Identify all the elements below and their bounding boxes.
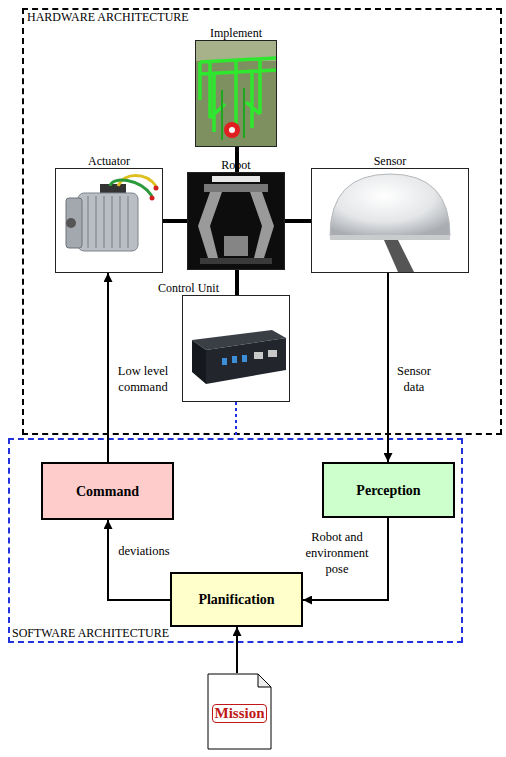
ethernet-port xyxy=(254,352,263,359)
image-heading: Robot xyxy=(221,158,250,172)
antenna-pole xyxy=(384,240,414,272)
wheel-hub xyxy=(229,127,235,133)
control-unit-image: Control Unit xyxy=(182,295,290,402)
edge-label: Robot and environment pose xyxy=(298,529,376,577)
process-box: Planification xyxy=(170,572,303,627)
box-top xyxy=(192,330,286,350)
implement-wheel xyxy=(224,122,240,138)
actuator-image: Actuator xyxy=(55,168,163,273)
flow-arrow xyxy=(108,520,170,600)
box-front xyxy=(206,338,286,384)
robot-photo xyxy=(188,173,284,269)
top-plate xyxy=(204,184,268,192)
end-effector xyxy=(224,236,248,256)
motor-flange xyxy=(66,198,82,248)
mechanical-link xyxy=(163,219,187,223)
process-box: Command xyxy=(41,462,174,520)
ethernet-port xyxy=(268,350,277,357)
usb-port xyxy=(222,358,227,365)
implement-image: Implement xyxy=(195,40,277,147)
process-box: Perception xyxy=(322,462,455,518)
mechanical-link xyxy=(285,219,311,223)
implement-frame xyxy=(200,58,276,132)
usb-port xyxy=(242,355,247,362)
implement-tines xyxy=(222,88,244,140)
software-link xyxy=(235,402,237,438)
grass-field xyxy=(196,41,276,146)
dome-rim xyxy=(330,235,450,240)
image-heading: Sensor xyxy=(374,154,407,168)
wire-tip xyxy=(154,186,159,191)
flow-arrow xyxy=(236,627,238,673)
node-label: Mission xyxy=(212,704,266,723)
antenna-dome xyxy=(330,174,450,236)
green-wire xyxy=(110,180,152,196)
document-fold xyxy=(258,674,271,687)
robot-arm xyxy=(198,192,222,258)
usb-port xyxy=(232,356,237,363)
light-bar xyxy=(212,176,260,182)
edge-label: Sensor data xyxy=(392,363,436,395)
robot-base xyxy=(200,258,272,264)
node-label: Planification xyxy=(198,593,274,606)
actuator-photo xyxy=(66,176,159,252)
implement-photo xyxy=(196,41,276,146)
document-page xyxy=(208,674,271,749)
edge-label: deviations xyxy=(110,543,178,559)
motor-body xyxy=(78,193,138,251)
motor-shaft xyxy=(66,218,76,228)
photo-background xyxy=(188,173,284,269)
wire-tip xyxy=(150,196,155,201)
node-label: Perception xyxy=(356,484,420,497)
software-band: Command PerceptionPlanificationSOFTWARE A… xyxy=(8,438,463,643)
image-heading: Implement xyxy=(210,26,262,40)
robot-image: Robot xyxy=(187,172,285,270)
box-side xyxy=(192,340,206,384)
sensor-photo xyxy=(330,174,450,272)
control-unit-photo xyxy=(192,330,286,384)
yellow-wire xyxy=(118,176,156,187)
background-field xyxy=(196,41,276,61)
robot-arm xyxy=(250,192,274,258)
motor-fins xyxy=(88,196,128,248)
document-shape: Mission xyxy=(207,673,272,750)
edge-label: Low level command xyxy=(111,363,175,395)
sensor-image: Sensor xyxy=(311,168,469,273)
node-label: Command xyxy=(76,485,139,498)
band-title: HARDWARE ARCHITECTURE xyxy=(27,11,189,24)
mechanical-link xyxy=(235,270,239,295)
image-heading: Control Unit xyxy=(158,281,219,295)
image-heading: Actuator xyxy=(88,154,130,168)
band-title: SOFTWARE ARCHITECTURE xyxy=(12,627,169,640)
junction-box xyxy=(100,184,126,195)
